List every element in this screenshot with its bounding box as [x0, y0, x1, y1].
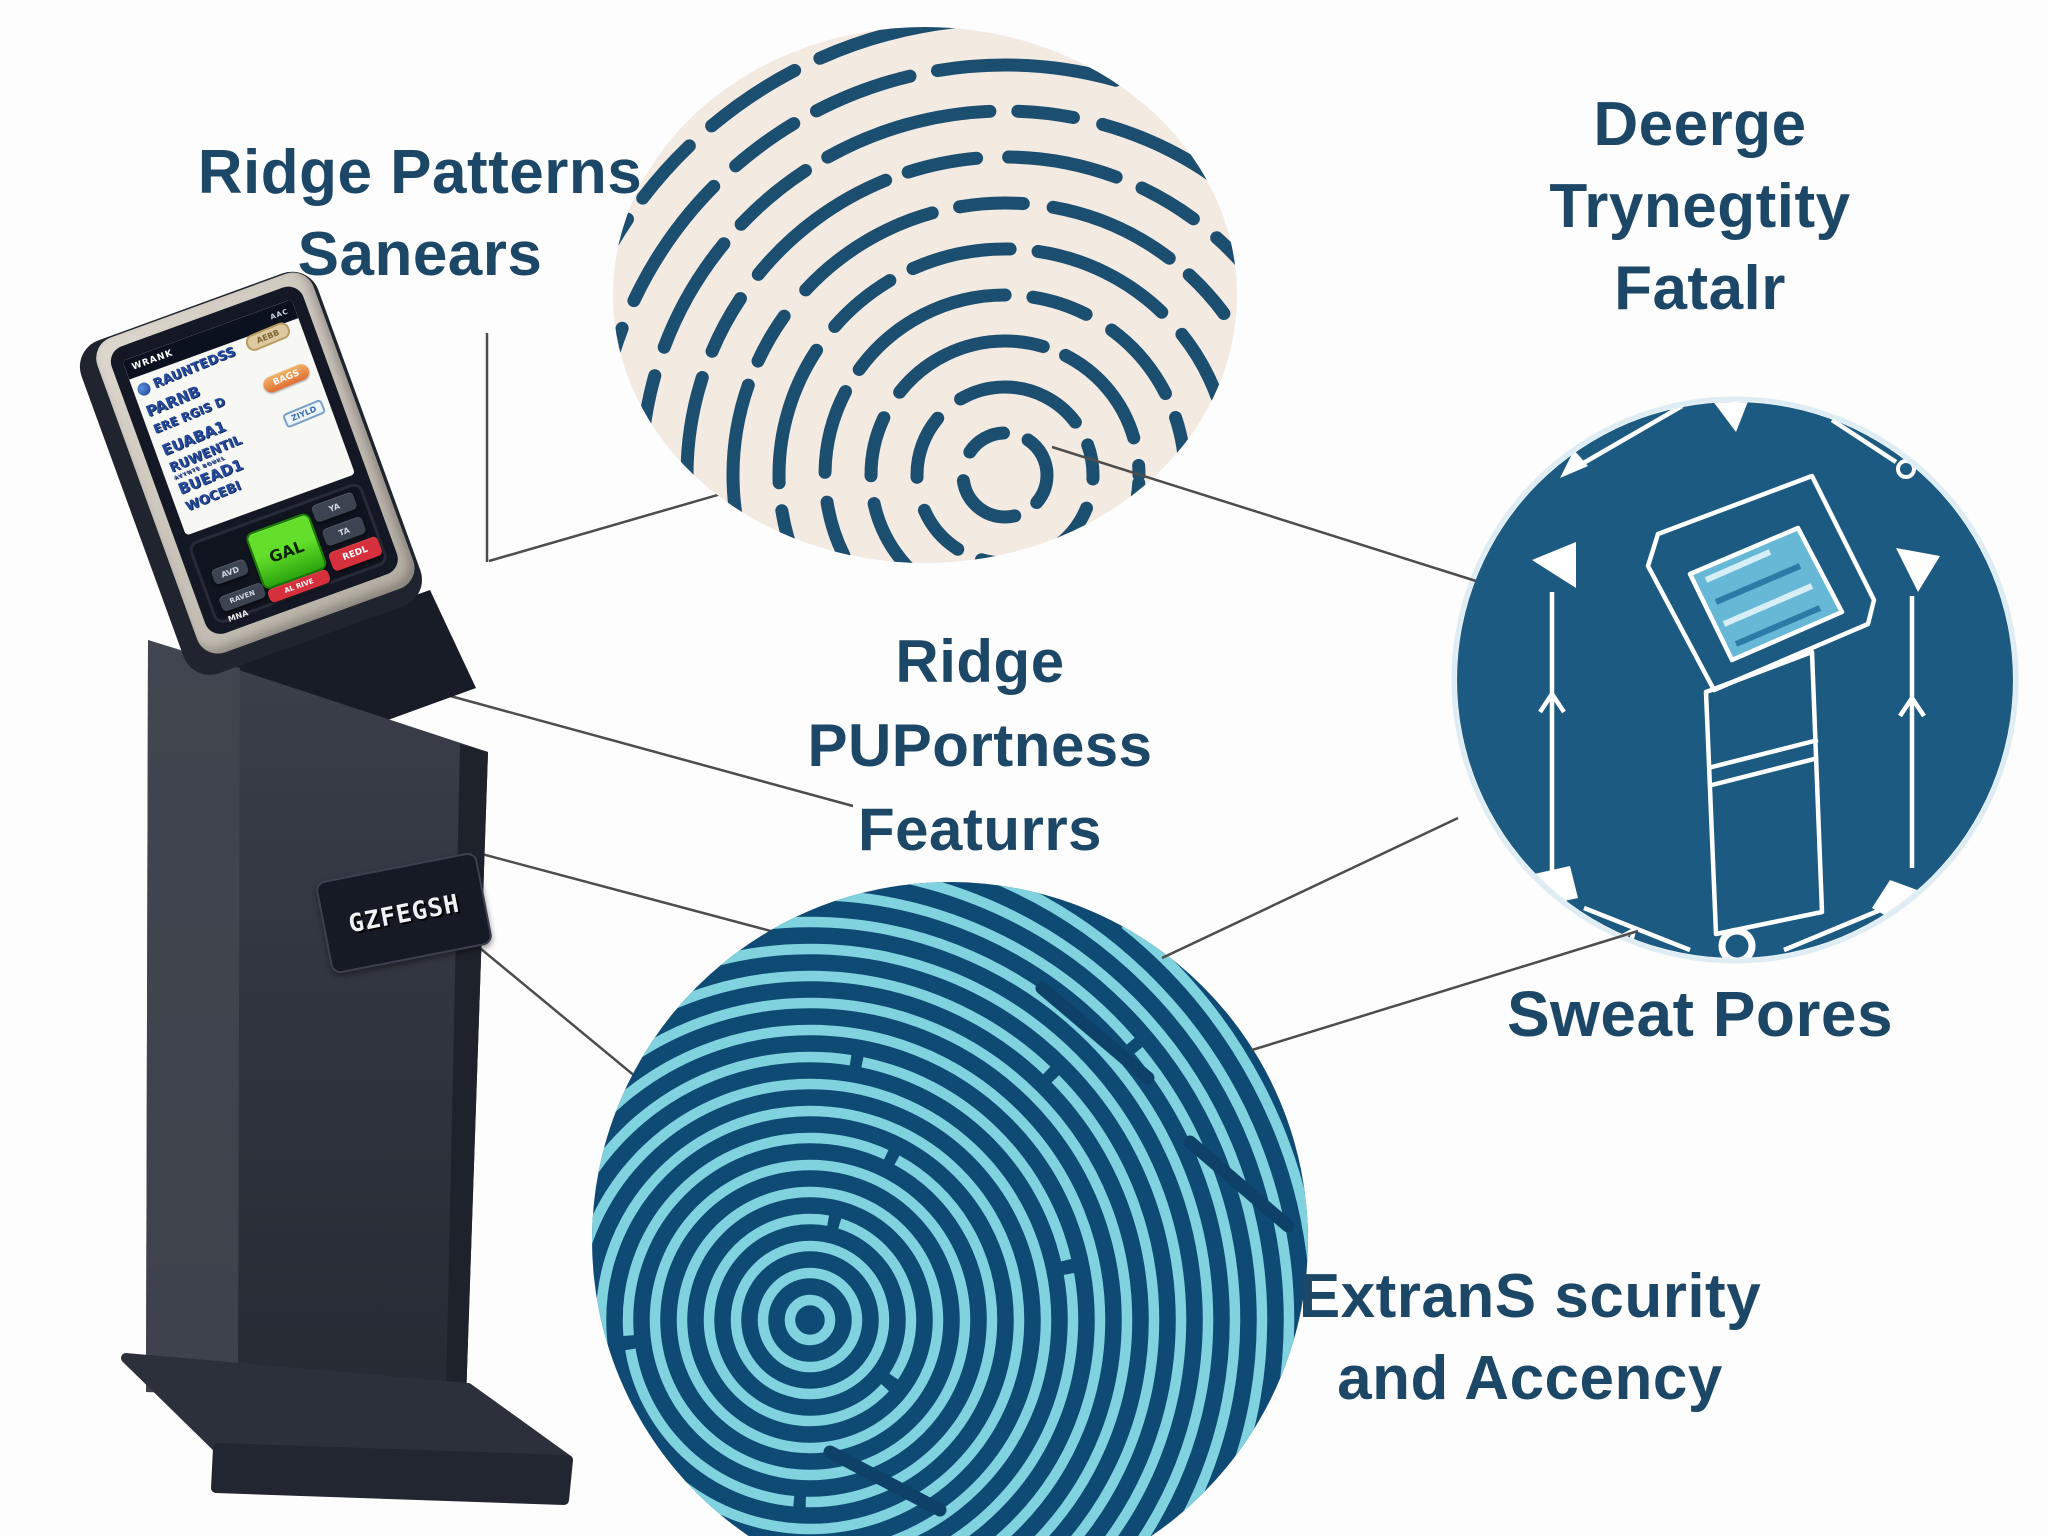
label-ridge-patterns: Ridge Patterns Sanears	[120, 132, 720, 296]
kiosk-column-left-face	[146, 640, 240, 1394]
diagram-kiosk-screen	[1687, 525, 1845, 663]
label-ridge-puportness: Ridge PUPortness Featurrs	[690, 620, 1270, 872]
label-line: Deerge	[1593, 90, 1807, 159]
diagram-base-ring	[1718, 927, 1756, 958]
kiosk-base-front	[211, 1443, 573, 1505]
app-logo-icon	[135, 380, 153, 398]
label-degree-integrity: Deerge Trynegtity Fatalr	[1430, 84, 1970, 329]
connector-lines-over	[1051, 445, 1639, 1052]
connector-kiosk-to-center-label	[431, 689, 854, 808]
label-line: ExtranS scurity	[1298, 1262, 1762, 1331]
label-line: Sanears	[297, 219, 543, 289]
kiosk-diagram-circle	[1451, 396, 2019, 964]
ridge-crease	[1035, 981, 1155, 1085]
fingerprint-circle-bottom	[592, 882, 1308, 1536]
keypad-label-mna: MNA	[226, 608, 250, 624]
label-line: Ridge	[895, 628, 1065, 695]
label-line: PUPortness	[807, 712, 1153, 779]
ridge-crease	[823, 1445, 947, 1517]
label-line: Trynegtity	[1549, 171, 1851, 241]
label-line: Featurrs	[857, 796, 1103, 863]
label-sweat-pores: Sweat Pores	[1430, 972, 1970, 1056]
ridge-crease	[1183, 1135, 1295, 1233]
label-line: Sweat Pores	[1506, 978, 1894, 1050]
connector-fingerprint-bottom-to-sweat-pores	[1251, 929, 1639, 1052]
connector-fingerprint-bottom-to-diagram	[1161, 816, 1459, 960]
kiosk-pillar	[121, 590, 573, 1505]
diagram-kiosk-pedestal	[1703, 649, 1825, 937]
label-line: Fatalr	[1614, 253, 1786, 323]
kiosk-plate-text: GZFEGSH	[346, 888, 462, 938]
keypad-button-raven[interactable]: RAVEN	[218, 581, 267, 613]
label-extra-security: ExtranS scurity and Accency	[1230, 1256, 1830, 1420]
connector-fingerprint-top-to-diagram	[1051, 445, 1477, 583]
diagram-flag-icon	[1712, 402, 1758, 432]
kiosk-base-top	[121, 1353, 573, 1465]
label-line: Ridge Patterns	[197, 138, 643, 207]
label-line: and Accency	[1337, 1343, 1723, 1413]
keypad-button-avd[interactable]: AVD	[210, 558, 250, 586]
